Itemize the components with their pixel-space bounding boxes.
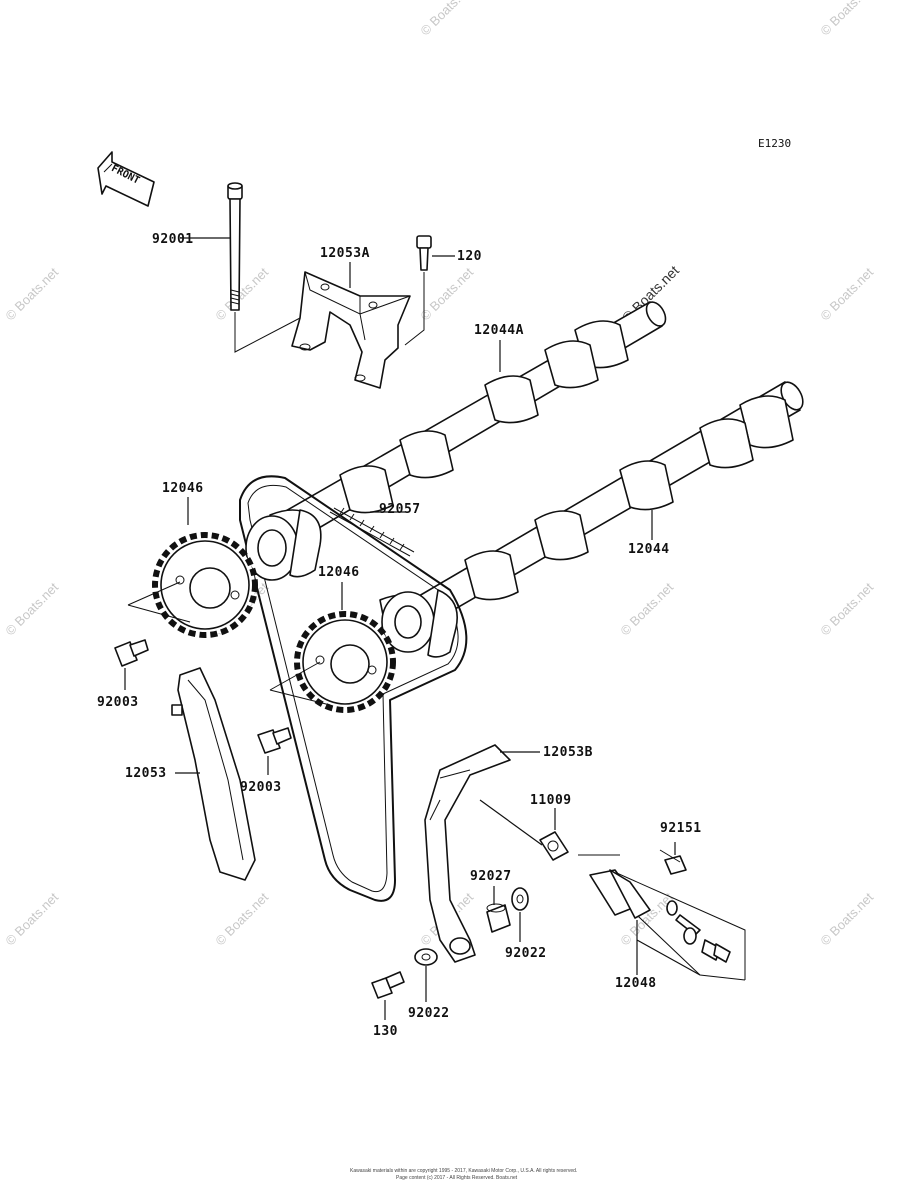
washer-92022-right bbox=[511, 887, 529, 942]
label-92022-left: 92022 bbox=[408, 1006, 450, 1021]
copyright-line-1: Kawasaki materials within are copyright … bbox=[350, 1168, 577, 1174]
label-120: 120 bbox=[457, 249, 482, 264]
label-11009: 11009 bbox=[530, 793, 572, 808]
camshaft-12044 bbox=[379, 381, 804, 644]
sprocket-12046-lower bbox=[269, 582, 396, 713]
tensioner-assembly-12048 bbox=[578, 854, 746, 981]
watermark: © Boats.net bbox=[817, 0, 876, 38]
label-12044a: 12044A bbox=[474, 323, 524, 338]
bolt-92001 bbox=[180, 182, 301, 353]
collar-92027 bbox=[486, 886, 511, 933]
gasket-11009 bbox=[479, 799, 569, 861]
part-labels: 92001 12053A 120 12044A 12046 92057 1204… bbox=[97, 232, 702, 1039]
label-12044: 12044 bbox=[628, 542, 670, 557]
label-130: 130 bbox=[373, 1024, 398, 1039]
watermark: © Boats.net bbox=[2, 889, 61, 948]
label-12053: 12053 bbox=[125, 766, 167, 781]
cam-journal-upper bbox=[245, 509, 322, 581]
copyright-line-2: Page content (c) 2017 - All Rights Reser… bbox=[396, 1175, 518, 1181]
watermark: © Boats.net bbox=[2, 579, 61, 638]
label-12053a: 12053A bbox=[320, 246, 370, 261]
label-92027: 92027 bbox=[470, 869, 512, 884]
label-92003-left: 92003 bbox=[97, 695, 139, 710]
bracket-12053a bbox=[291, 262, 411, 389]
label-92151: 92151 bbox=[660, 821, 702, 836]
sprocket-12046-upper bbox=[127, 497, 258, 638]
chain-guide-12053 bbox=[171, 667, 256, 881]
watermark: © Boats.net bbox=[817, 579, 876, 638]
cam-journal-lower bbox=[381, 589, 458, 658]
label-12053b: 12053B bbox=[543, 745, 593, 760]
tensioner-arm-12053b bbox=[424, 744, 540, 963]
bolt-130 bbox=[371, 971, 405, 1020]
bolt-120 bbox=[404, 235, 455, 346]
watermark: © Boats.net bbox=[212, 889, 271, 948]
label-92003-center: 92003 bbox=[240, 780, 282, 795]
cam-chain-92057 bbox=[239, 475, 468, 902]
washer-92022-left bbox=[414, 948, 438, 1002]
label-12046-lower: 12046 bbox=[318, 565, 360, 580]
label-92001: 92001 bbox=[152, 232, 194, 247]
bolt-92003-left bbox=[114, 639, 149, 690]
diagram-code: E1230 bbox=[758, 137, 791, 150]
watermark: © Boats.net bbox=[2, 264, 61, 323]
watermark: © Boats.net bbox=[817, 264, 876, 323]
watermark: © Boats.net bbox=[417, 0, 476, 38]
label-92022-right: 92022 bbox=[505, 946, 547, 961]
watermark: © Boats.net bbox=[617, 579, 676, 638]
front-arrow-icon: FRONT bbox=[97, 151, 155, 207]
watermark: © Boats.net bbox=[817, 889, 876, 948]
bolt-92151 bbox=[659, 842, 687, 875]
watermark: © Boats.net bbox=[212, 264, 271, 323]
label-12046-upper: 12046 bbox=[162, 481, 204, 496]
label-92057: 92057 bbox=[379, 502, 421, 517]
watermark: © Boats.net bbox=[417, 264, 476, 323]
label-12048: 12048 bbox=[615, 976, 657, 991]
bolt-92003-center bbox=[257, 727, 292, 775]
